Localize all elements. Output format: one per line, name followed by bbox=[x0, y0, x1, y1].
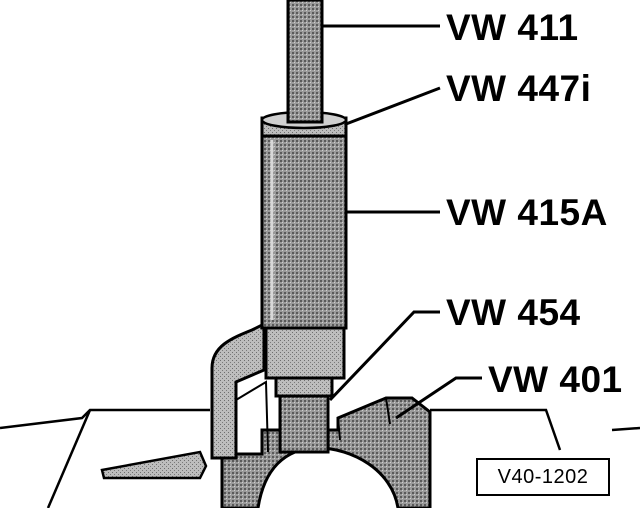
leader-lines bbox=[322, 24, 482, 420]
support-arm bbox=[100, 450, 208, 480]
label-vw415a: VW 415A bbox=[446, 192, 608, 233]
label-vw447i: VW 447i bbox=[446, 68, 592, 109]
leader-vw401 bbox=[395, 376, 482, 420]
pressing-piece-rim bbox=[274, 376, 334, 398]
pressing-piece-vw454 bbox=[278, 390, 330, 454]
tube-collar bbox=[264, 324, 346, 380]
plate-edge bbox=[337, 397, 391, 441]
figure-reference-box: V40-1202 bbox=[476, 458, 610, 496]
label-vw401: VW 401 bbox=[488, 359, 623, 400]
tube-vw415a bbox=[260, 130, 348, 330]
frame-bracket bbox=[210, 321, 266, 460]
label-vw454: VW 454 bbox=[446, 292, 581, 333]
figure-reference-number: V40-1202 bbox=[497, 465, 589, 488]
spindle-vw411 bbox=[286, 0, 324, 124]
label-vw411: VW 411 bbox=[446, 7, 579, 48]
base-plate bbox=[0, 408, 640, 508]
leader-vw454 bbox=[328, 310, 440, 402]
frame-bracket-inner bbox=[235, 380, 269, 453]
support-plate-vw401 bbox=[220, 396, 432, 508]
leader-vw447i bbox=[345, 86, 441, 126]
